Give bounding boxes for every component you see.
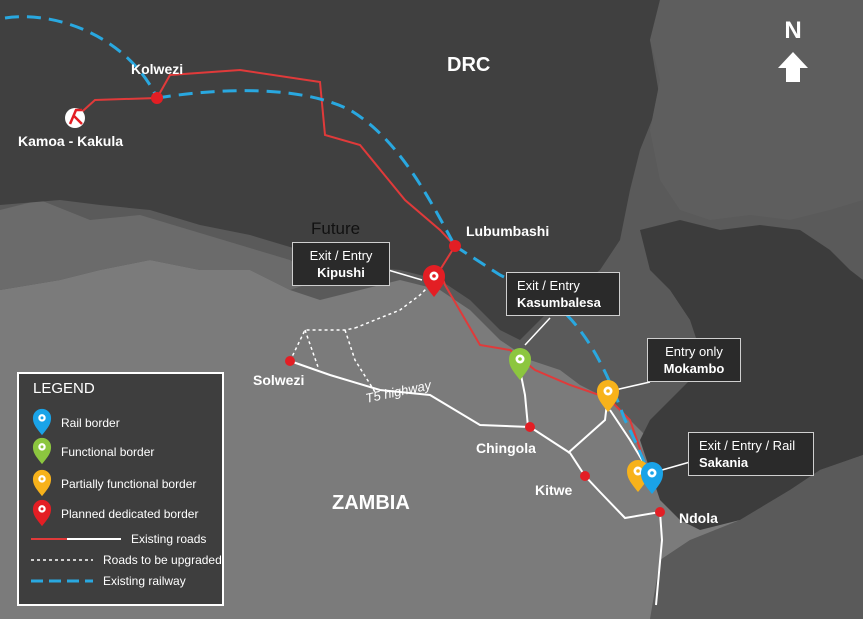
- partial-pin-icon: [32, 469, 52, 497]
- ndola-dot: [655, 507, 665, 517]
- existing-roads-swatch: [31, 538, 121, 540]
- legend-planned-label: Planned dedicated border: [61, 507, 199, 521]
- callout-sakania: Exit / Entry / Rail Sakania: [688, 432, 814, 476]
- legend: LEGEND Rail border Functional border Par…: [17, 372, 224, 606]
- callout-sakania-line2: Sakania: [699, 455, 749, 470]
- north-indicator: N: [775, 18, 811, 44]
- callout-kipushi-line1: Exit / Entry: [309, 248, 373, 263]
- callout-sakania-line1: Exit / Entry / Rail: [699, 438, 796, 453]
- solwezi-dot: [285, 356, 295, 366]
- callout-mokambo-line2: Mokambo: [663, 361, 725, 376]
- city-dots: [151, 92, 665, 517]
- city-kamoa-kakula: Kamoa - Kakula: [18, 133, 124, 149]
- callout-kipushi: Exit / Entry Kipushi: [292, 242, 390, 286]
- drc-label: DRC: [447, 54, 491, 76]
- callout-kasumbalesa: Exit / Entry Kasumbalesa: [506, 272, 620, 316]
- city-kolwezi: Kolwezi: [131, 61, 184, 77]
- city-solwezi: Solwezi: [253, 372, 305, 388]
- drc-east-top: [650, 0, 863, 220]
- city-lubumbashi: Lubumbashi: [466, 223, 550, 239]
- legend-roads-label: Existing roads: [131, 532, 207, 546]
- functional-pin-icon: [32, 437, 52, 465]
- rail-pin-icon: [32, 408, 52, 436]
- upgrade-roads-swatch: [31, 559, 93, 561]
- city-kitwe: Kitwe: [535, 482, 573, 498]
- callout-kasumbalesa-line2: Kasumbalesa: [517, 295, 601, 310]
- city-ndola: Ndola: [679, 510, 718, 526]
- kamoa-mine-icon: [65, 108, 85, 128]
- legend-functional-label: Functional border: [61, 445, 155, 459]
- chingola-dot: [525, 422, 535, 432]
- legend-railway-label: Existing railway: [103, 574, 186, 588]
- legend-rail-label: Rail border: [61, 416, 120, 430]
- legend-partial-label: Partially functional border: [61, 477, 197, 491]
- kolwezi-dot: [151, 92, 163, 104]
- callout-pointers: [387, 269, 691, 471]
- callout-mokambo: Entry only Mokambo: [647, 338, 741, 382]
- legend-upgrade-label: Roads to be upgraded: [103, 553, 222, 567]
- railway-swatch: [31, 579, 93, 583]
- north-arrow-icon: [778, 52, 808, 82]
- roads-to-upgrade: [289, 282, 433, 393]
- north-letter: N: [784, 17, 802, 44]
- legend-title: LEGEND: [33, 380, 95, 397]
- future-label: Future: [311, 219, 361, 238]
- callout-kasumbalesa-line1: Exit / Entry: [517, 278, 580, 293]
- lubumbashi-dot: [449, 240, 461, 252]
- city-chingola: Chingola: [476, 440, 536, 456]
- existing-railway: [4, 15, 654, 486]
- existing-roads-white: [289, 360, 664, 606]
- callout-mokambo-line1: Entry only: [665, 344, 723, 359]
- planned-pin-icon: [32, 499, 52, 527]
- zambia-west-strip: [0, 200, 320, 290]
- zambia-label: ZAMBIA: [332, 492, 410, 514]
- callout-kipushi-line2: Kipushi: [317, 265, 365, 280]
- kitwe-dot: [580, 471, 590, 481]
